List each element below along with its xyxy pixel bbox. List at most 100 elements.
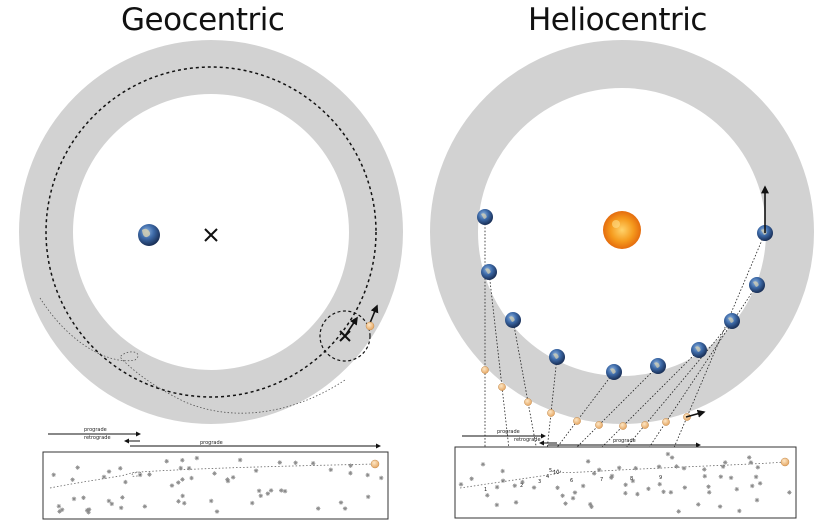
asterisk-star-icon <box>750 483 755 489</box>
planet-position-marker <box>547 409 555 417</box>
asterisk-star-icon <box>633 466 638 471</box>
asterisk-star-icon <box>51 472 56 478</box>
planet-motion-arrow <box>369 304 379 324</box>
earth-icon <box>691 342 707 358</box>
asterisk-star-icon <box>106 498 112 504</box>
track-label: 9 <box>659 475 662 481</box>
asterisk-star-icon <box>500 468 505 474</box>
asterisk-star-icon <box>623 482 628 487</box>
asterisk-star-icon <box>57 509 62 514</box>
earth-icon <box>650 358 666 374</box>
asterisk-star-icon <box>84 508 90 513</box>
asterisk-star-icon <box>728 475 734 480</box>
asterisk-star-icon <box>531 485 537 490</box>
helio-sky-path <box>459 461 786 489</box>
asterisk-star-icon <box>142 504 148 509</box>
geo-motion-arrows: prograde retrograde prograde <box>48 427 381 449</box>
helio-prograde-label: prograde <box>497 429 520 435</box>
x-mark-icon <box>204 228 218 242</box>
asterisk-star-icon <box>753 474 759 480</box>
helio-retrograde-label: retrograde <box>514 437 541 443</box>
earth-icon <box>724 313 740 329</box>
asterisk-star-icon <box>702 473 707 479</box>
helio-motion-arrows: prograde retrograde prograde <box>462 429 701 448</box>
asterisk-star-icon <box>635 491 640 497</box>
planet-position-marker <box>619 422 627 430</box>
geo-prograde-label: prograde <box>84 427 107 433</box>
asterisk-star-icon <box>585 459 591 464</box>
planet-position-marker <box>662 418 670 426</box>
earth-icon <box>477 209 493 225</box>
asterisk-star-icon <box>338 500 344 505</box>
asterisk-star-icon <box>591 471 597 476</box>
track-label: 7 <box>600 477 603 483</box>
asterisk-star-icon <box>469 476 474 481</box>
earth-icon <box>138 224 160 246</box>
asterisk-star-icon <box>120 495 125 500</box>
asterisk-star-icon <box>755 465 761 470</box>
asterisk-star-icon <box>682 485 688 490</box>
asterisk-star-icon <box>668 490 674 495</box>
asterisk-star-icon <box>717 504 723 509</box>
asterisk-star-icon <box>656 464 662 469</box>
asterisk-star-icon <box>754 497 760 503</box>
asterisk-star-icon <box>757 481 763 486</box>
asterisk-star-icon <box>180 477 185 482</box>
earth-icon <box>505 312 521 328</box>
asterisk-star-icon <box>214 509 220 514</box>
asterisk-star-icon <box>665 451 671 457</box>
asterisk-star-icon <box>101 474 107 480</box>
asterisk-star-icon <box>268 488 274 493</box>
asterisk-star-icon <box>630 478 636 484</box>
asterisk-star-icon <box>494 502 500 508</box>
asterisk-star-icon <box>597 467 602 473</box>
track-label: 8 <box>630 476 633 482</box>
asterisk-star-icon <box>328 467 334 472</box>
asterisk-star-icon <box>180 493 185 499</box>
asterisk-star-icon <box>293 460 298 465</box>
track-label: 5 <box>549 468 552 474</box>
sight-line <box>660 232 766 479</box>
asterisk-star-icon <box>458 482 464 487</box>
epicycle-circle <box>319 310 371 362</box>
asterisk-star-icon <box>123 479 128 485</box>
asterisk-star-icon <box>706 484 711 489</box>
asterisk-star-icon <box>707 490 712 495</box>
asterisk-star-icon <box>669 455 675 460</box>
planet-position-marker <box>641 421 649 429</box>
geo-prograde-label-2: prograde <box>200 440 223 446</box>
asterisk-star-icon <box>194 455 200 461</box>
asterisk-star-icon <box>258 493 263 498</box>
asterisk-star-icon <box>609 473 615 479</box>
planet-position-marker <box>498 383 506 391</box>
asterisk-star-icon <box>189 475 194 481</box>
sight-line <box>488 271 513 479</box>
track-label: 3 <box>538 479 541 485</box>
asterisk-star-icon <box>265 491 271 496</box>
asterisk-star-icon <box>176 480 181 485</box>
asterisk-star-icon <box>718 474 724 479</box>
asterisk-star-icon <box>176 499 181 504</box>
geo-planet-marker <box>365 321 375 331</box>
earth-icon <box>749 277 765 293</box>
asterisk-star-icon <box>106 469 112 474</box>
asterisk-star-icon <box>212 471 217 476</box>
planet-position-marker <box>481 366 489 374</box>
geo-sky-planet-marker <box>370 459 380 469</box>
helio-planet-positions <box>481 366 691 430</box>
asterisk-star-icon <box>118 505 124 511</box>
asterisk-star-icon <box>109 501 115 507</box>
asterisk-star-icon <box>520 479 525 485</box>
helio-prograde-label-2: prograde <box>613 438 636 444</box>
asterisk-star-icon <box>59 507 65 512</box>
asterisk-star-icon <box>513 500 519 505</box>
helio-sky-planet-marker <box>780 457 790 467</box>
helio-sky-box <box>454 446 797 519</box>
asterisk-star-icon <box>348 470 353 476</box>
asterisk-star-icon <box>180 458 185 463</box>
heliocentric-title: Heliocentric <box>528 2 707 38</box>
asterisk-star-icon <box>720 464 726 469</box>
asterisk-star-icon <box>164 459 169 464</box>
helio-earth-positions <box>477 209 773 380</box>
